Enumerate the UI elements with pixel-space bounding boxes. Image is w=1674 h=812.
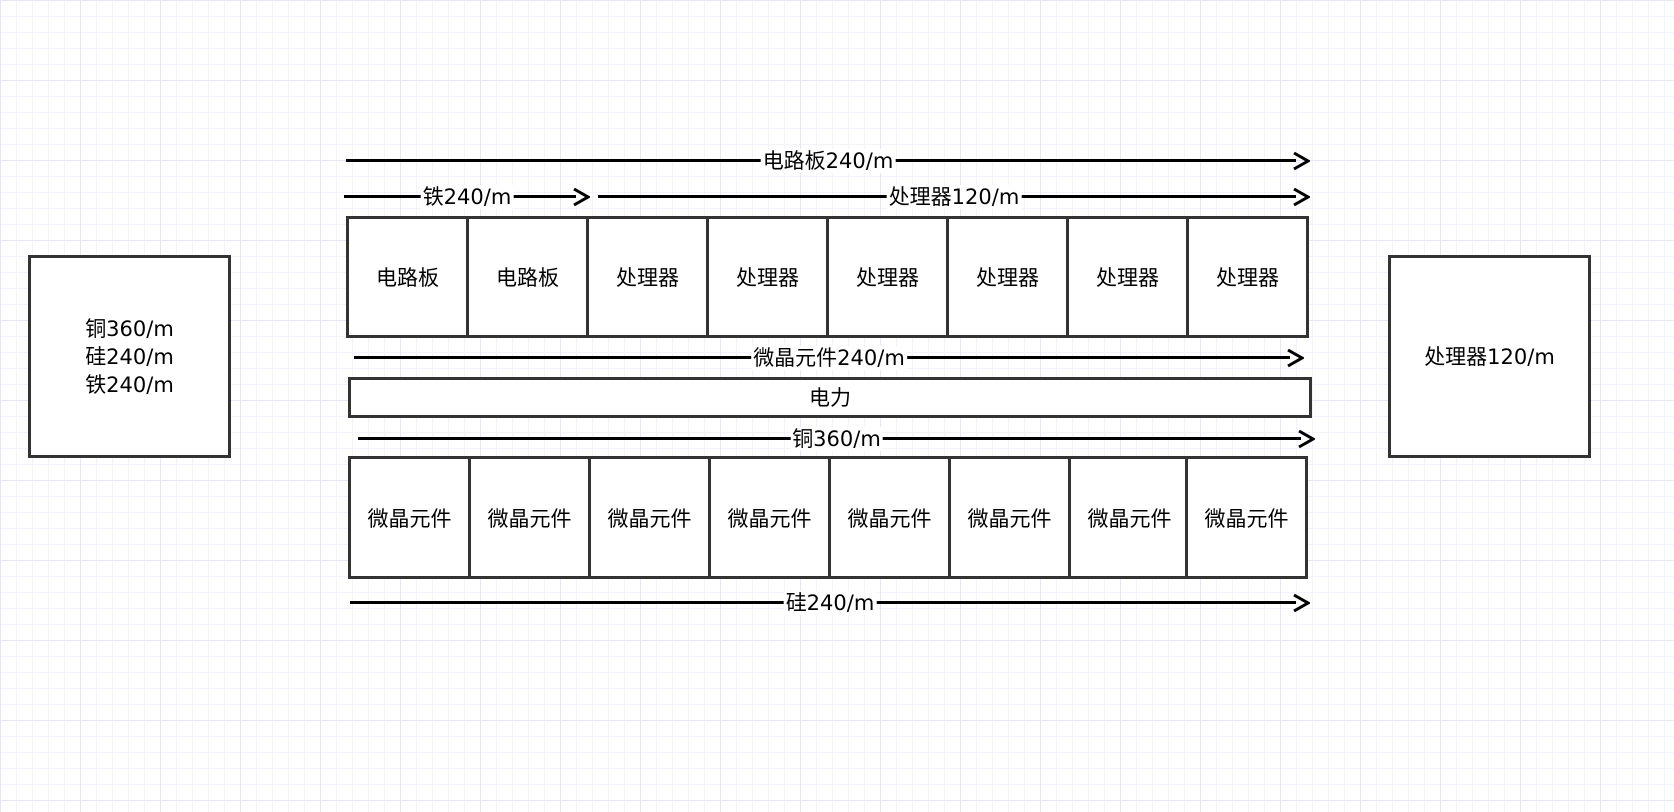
assembler-cell: 微晶元件 — [588, 456, 711, 579]
input-resources-box: 铜360/m 硅240/m 铁240/m — [28, 255, 231, 458]
arrowhead-icon — [1298, 429, 1315, 449]
arrowhead-icon — [1287, 348, 1304, 368]
assembler-cell: 微晶元件 — [948, 456, 1071, 579]
top-assembler-row: 电路板 电路板 处理器 处理器 处理器 处理器 处理器 处理器 — [346, 216, 1309, 338]
arrow-silicon: 硅240/m — [350, 591, 1310, 615]
arrow-copper: 铜360/m — [358, 427, 1315, 451]
arrow-label-silicon: 硅240/m — [783, 591, 877, 615]
assembler-cell: 电路板 — [346, 216, 469, 338]
output-processor-box: 处理器120/m — [1388, 255, 1591, 458]
assembler-cell: 微晶元件 — [1068, 456, 1191, 579]
assembler-cell: 电路板 — [466, 216, 589, 338]
bottom-assembler-row: 微晶元件 微晶元件 微晶元件 微晶元件 微晶元件 微晶元件 微晶元件 微晶元件 — [348, 456, 1308, 579]
arrow-processor: 处理器120/m — [598, 185, 1310, 209]
assembler-cell: 处理器 — [826, 216, 949, 338]
assembler-cell: 微晶元件 — [468, 456, 591, 579]
assembler-cell: 微晶元件 — [708, 456, 831, 579]
assembler-cell: 微晶元件 — [828, 456, 951, 579]
arrow-label-circuit-board: 电路板240/m — [760, 149, 896, 173]
arrowhead-icon — [1293, 151, 1310, 171]
assembler-cell: 微晶元件 — [1185, 456, 1308, 579]
assembler-cell: 处理器 — [586, 216, 709, 338]
arrow-label-processor: 处理器120/m — [886, 185, 1022, 209]
assembler-cell: 处理器 — [1186, 216, 1309, 338]
arrowhead-icon — [1293, 187, 1310, 207]
assembler-cell: 处理器 — [946, 216, 1069, 338]
output-processor-label: 处理器120/m — [1424, 344, 1555, 369]
input-silicon-label: 硅240/m — [85, 344, 174, 369]
power-bar-label: 电力 — [809, 385, 851, 410]
arrow-label-microcrystal: 微晶元件240/m — [751, 346, 907, 370]
arrowhead-icon — [573, 187, 590, 207]
arrow-circuit-board: 电路板240/m — [346, 149, 1310, 173]
arrow-microcrystal: 微晶元件240/m — [354, 346, 1304, 370]
assembler-cell: 处理器 — [706, 216, 829, 338]
power-bar: 电力 — [348, 377, 1312, 418]
assembler-cell: 处理器 — [1066, 216, 1189, 338]
arrow-label-iron: 铁240/m — [420, 185, 514, 209]
arrow-iron: 铁240/m — [344, 185, 590, 209]
input-iron-label: 铁240/m — [85, 372, 174, 397]
arrow-label-copper: 铜360/m — [790, 427, 883, 451]
arrowhead-icon — [1293, 593, 1310, 613]
assembler-cell: 微晶元件 — [348, 456, 471, 579]
input-copper-label: 铜360/m — [85, 316, 174, 341]
